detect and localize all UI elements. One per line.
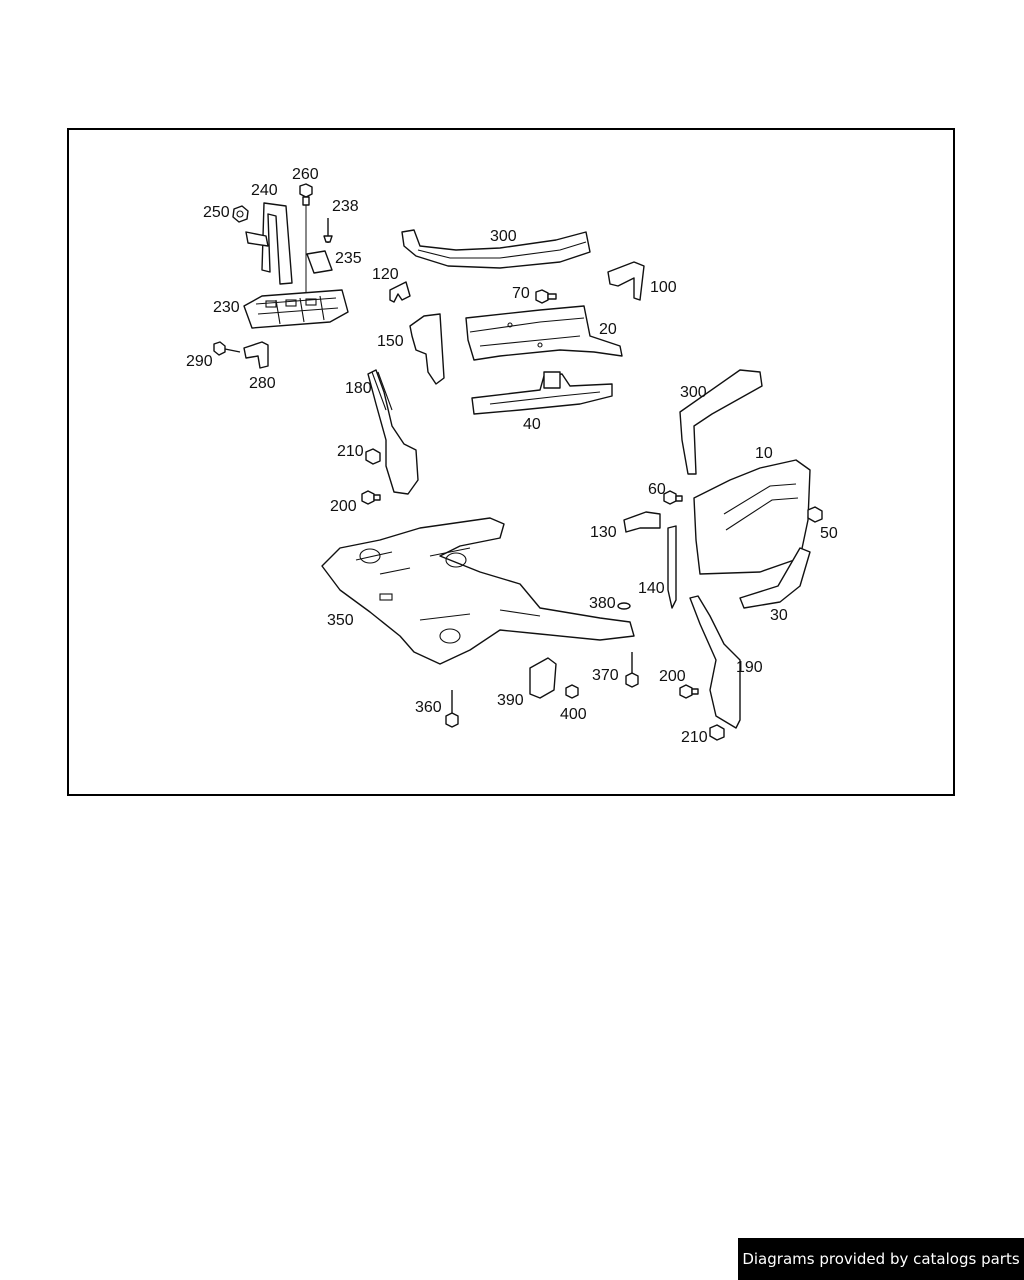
callout-350: 350: [327, 612, 354, 629]
callout-300-upper: 300: [490, 228, 517, 245]
callout-140: 140: [638, 580, 665, 597]
callout-260: 260: [292, 166, 319, 183]
part-235-pad[interactable]: [306, 250, 333, 274]
callout-190: 190: [736, 659, 763, 676]
credit-text: Diagrams provided by catalogs parts: [742, 1250, 1020, 1268]
part-230-tray[interactable]: [243, 289, 349, 329]
diagram-frame: [67, 128, 955, 796]
callout-290: 290: [186, 353, 213, 370]
part-40-rail[interactable]: [471, 371, 613, 415]
part-70-bolt[interactable]: [535, 289, 557, 304]
part-100-bracket[interactable]: [607, 261, 645, 301]
part-238-pin[interactable]: [323, 218, 333, 243]
part-400-bolt[interactable]: [565, 684, 579, 699]
part-210-nut-left[interactable]: [365, 448, 381, 465]
callout-230: 230: [213, 299, 240, 316]
callout-70: 70: [512, 285, 530, 302]
callout-130: 130: [590, 524, 617, 541]
callout-60: 60: [648, 481, 666, 498]
callout-210-left: 210: [337, 443, 364, 460]
part-390-mount[interactable]: [529, 657, 557, 699]
part-210-nut-right[interactable]: [709, 724, 725, 741]
part-190-bracket[interactable]: [689, 595, 741, 729]
callout-240: 240: [251, 182, 278, 199]
callout-280: 280: [249, 375, 276, 392]
callout-300-right: 300: [680, 384, 707, 401]
credit-badge: Diagrams provided by catalogs parts: [738, 1238, 1024, 1280]
callout-370: 370: [592, 667, 619, 684]
part-240-bracket[interactable]: [245, 202, 293, 285]
callout-360: 360: [415, 699, 442, 716]
callout-100: 100: [650, 279, 677, 296]
part-380-washer[interactable]: [617, 602, 631, 610]
callout-200-left: 200: [330, 498, 357, 515]
part-120-bracket[interactable]: [389, 281, 411, 303]
callout-150: 150: [377, 333, 404, 350]
part-350-subframe[interactable]: [321, 517, 635, 665]
callout-380: 380: [589, 595, 616, 612]
part-30-liner[interactable]: [739, 547, 811, 609]
callout-180: 180: [345, 380, 372, 397]
callout-120: 120: [372, 266, 399, 283]
callout-238: 238: [332, 198, 359, 215]
part-290-bolt[interactable]: [213, 341, 241, 356]
part-10-wheelhouse[interactable]: [693, 459, 811, 575]
callout-210-right: 210: [681, 729, 708, 746]
part-200-bolt-right[interactable]: [679, 684, 699, 699]
callout-235: 235: [335, 250, 362, 267]
part-50-nut[interactable]: [807, 506, 823, 523]
callout-390: 390: [497, 692, 524, 709]
callout-250: 250: [203, 204, 230, 221]
part-280-clip[interactable]: [243, 341, 269, 369]
callout-400: 400: [560, 706, 587, 723]
part-140-strip[interactable]: [667, 525, 677, 609]
callout-50: 50: [820, 525, 838, 542]
part-200-bolt-left[interactable]: [361, 490, 381, 505]
part-250-nut[interactable]: [232, 205, 249, 223]
part-360-bolt[interactable]: [445, 690, 459, 728]
part-260-bolt[interactable]: [299, 183, 313, 292]
part-370-bolt[interactable]: [625, 652, 639, 688]
callout-30: 30: [770, 607, 788, 624]
callout-200-right: 200: [659, 668, 686, 685]
part-130-bracket[interactable]: [623, 511, 661, 533]
callout-20: 20: [599, 321, 617, 338]
part-20-crossmember[interactable]: [465, 305, 623, 361]
part-150-panel[interactable]: [409, 313, 445, 385]
callout-40: 40: [523, 416, 541, 433]
part-300-upper-crossmember[interactable]: [401, 229, 591, 269]
part-300-right-strut[interactable]: [679, 369, 763, 475]
part-180-bracket[interactable]: [367, 369, 419, 495]
callout-10: 10: [755, 445, 773, 462]
part-60-bolt[interactable]: [663, 490, 683, 505]
